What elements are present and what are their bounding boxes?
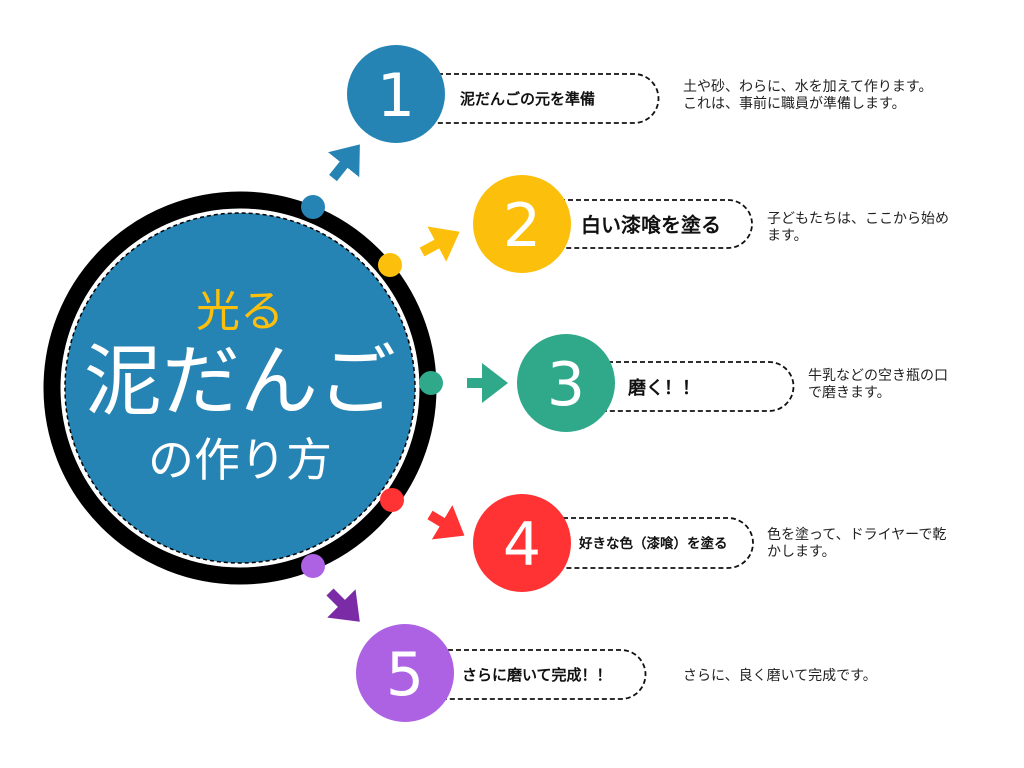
step-label: 磨く！！ [628, 377, 700, 399]
label-pill [555, 517, 754, 569]
step-desc-line: ます。 [767, 228, 808, 244]
ring-dot-1 [301, 195, 325, 219]
step-number: 1 [377, 61, 415, 131]
step-label: 好きな色（漆喰）を塗る [578, 535, 728, 552]
step-desc-line: かします。 [767, 544, 836, 560]
step-desc-line: さらに、良く磨いて完成です。 [683, 668, 877, 684]
label-pill [560, 199, 753, 249]
ring-dot-2 [378, 253, 402, 277]
label-pill [440, 649, 647, 700]
title-line2: 泥だんご [84, 337, 396, 427]
step-desc-line: で磨きます。 [808, 385, 891, 401]
number-circle [473, 494, 571, 592]
label-pill [600, 361, 795, 412]
step-label: さらに磨いて完成！！ [462, 666, 612, 684]
inner-disc [64, 212, 416, 564]
number-circle [473, 175, 571, 273]
step-number: 4 [503, 510, 541, 580]
step-desc-line: 牛乳などの空き瓶の口 [808, 368, 948, 384]
step-desc-line: これは、事前に職員が準備します。 [683, 95, 906, 112]
step-number: 3 [547, 350, 585, 420]
step-1: 1 泥だんごの元を準備 土や砂、わらに、水を加えて作ります。 これは、事前に職員… [347, 45, 932, 143]
step-desc-line: 色を塗って、ドライヤーで乾 [767, 526, 946, 543]
number-circle [356, 624, 454, 722]
arrow-5 [326, 588, 360, 622]
ring-dot-5 [301, 554, 325, 578]
step-desc-line: 土や砂、わらに、水を加えて作ります。 [683, 79, 932, 95]
title-line3: の作り方 [148, 433, 332, 487]
step-desc-line: 子どもたちは、ここから始め [767, 211, 949, 227]
central-circle: 光る 泥だんご の作り方 [43, 191, 437, 585]
arrow-2 [419, 226, 460, 262]
number-circle [517, 334, 615, 432]
step-5: 5 さらに磨いて完成！！ さらに、良く磨いて完成です。 [356, 624, 877, 722]
number-circle [347, 45, 445, 143]
step-2: 2 白い漆喰を塗る 子どもたちは、ここから始め ます。 [473, 175, 949, 273]
step-label: 白い漆喰を塗る [581, 213, 721, 237]
title-line1: 光る [196, 286, 284, 337]
step-label: 泥だんごの元を準備 [460, 90, 595, 108]
step-3: 3 磨く！！ 牛乳などの空き瓶の口 で磨きます。 [517, 334, 948, 432]
arrow-1 [328, 144, 360, 182]
step-4: 4 好きな色（漆喰）を塗る 色を塗って、ドライヤーで乾 かします。 [473, 494, 946, 592]
ring-dot-3 [419, 371, 443, 395]
label-pill [430, 73, 660, 124]
step-number: 5 [386, 640, 424, 710]
step-number: 2 [503, 191, 541, 261]
arrow-4 [427, 505, 465, 540]
ring-dot-4 [380, 488, 404, 512]
